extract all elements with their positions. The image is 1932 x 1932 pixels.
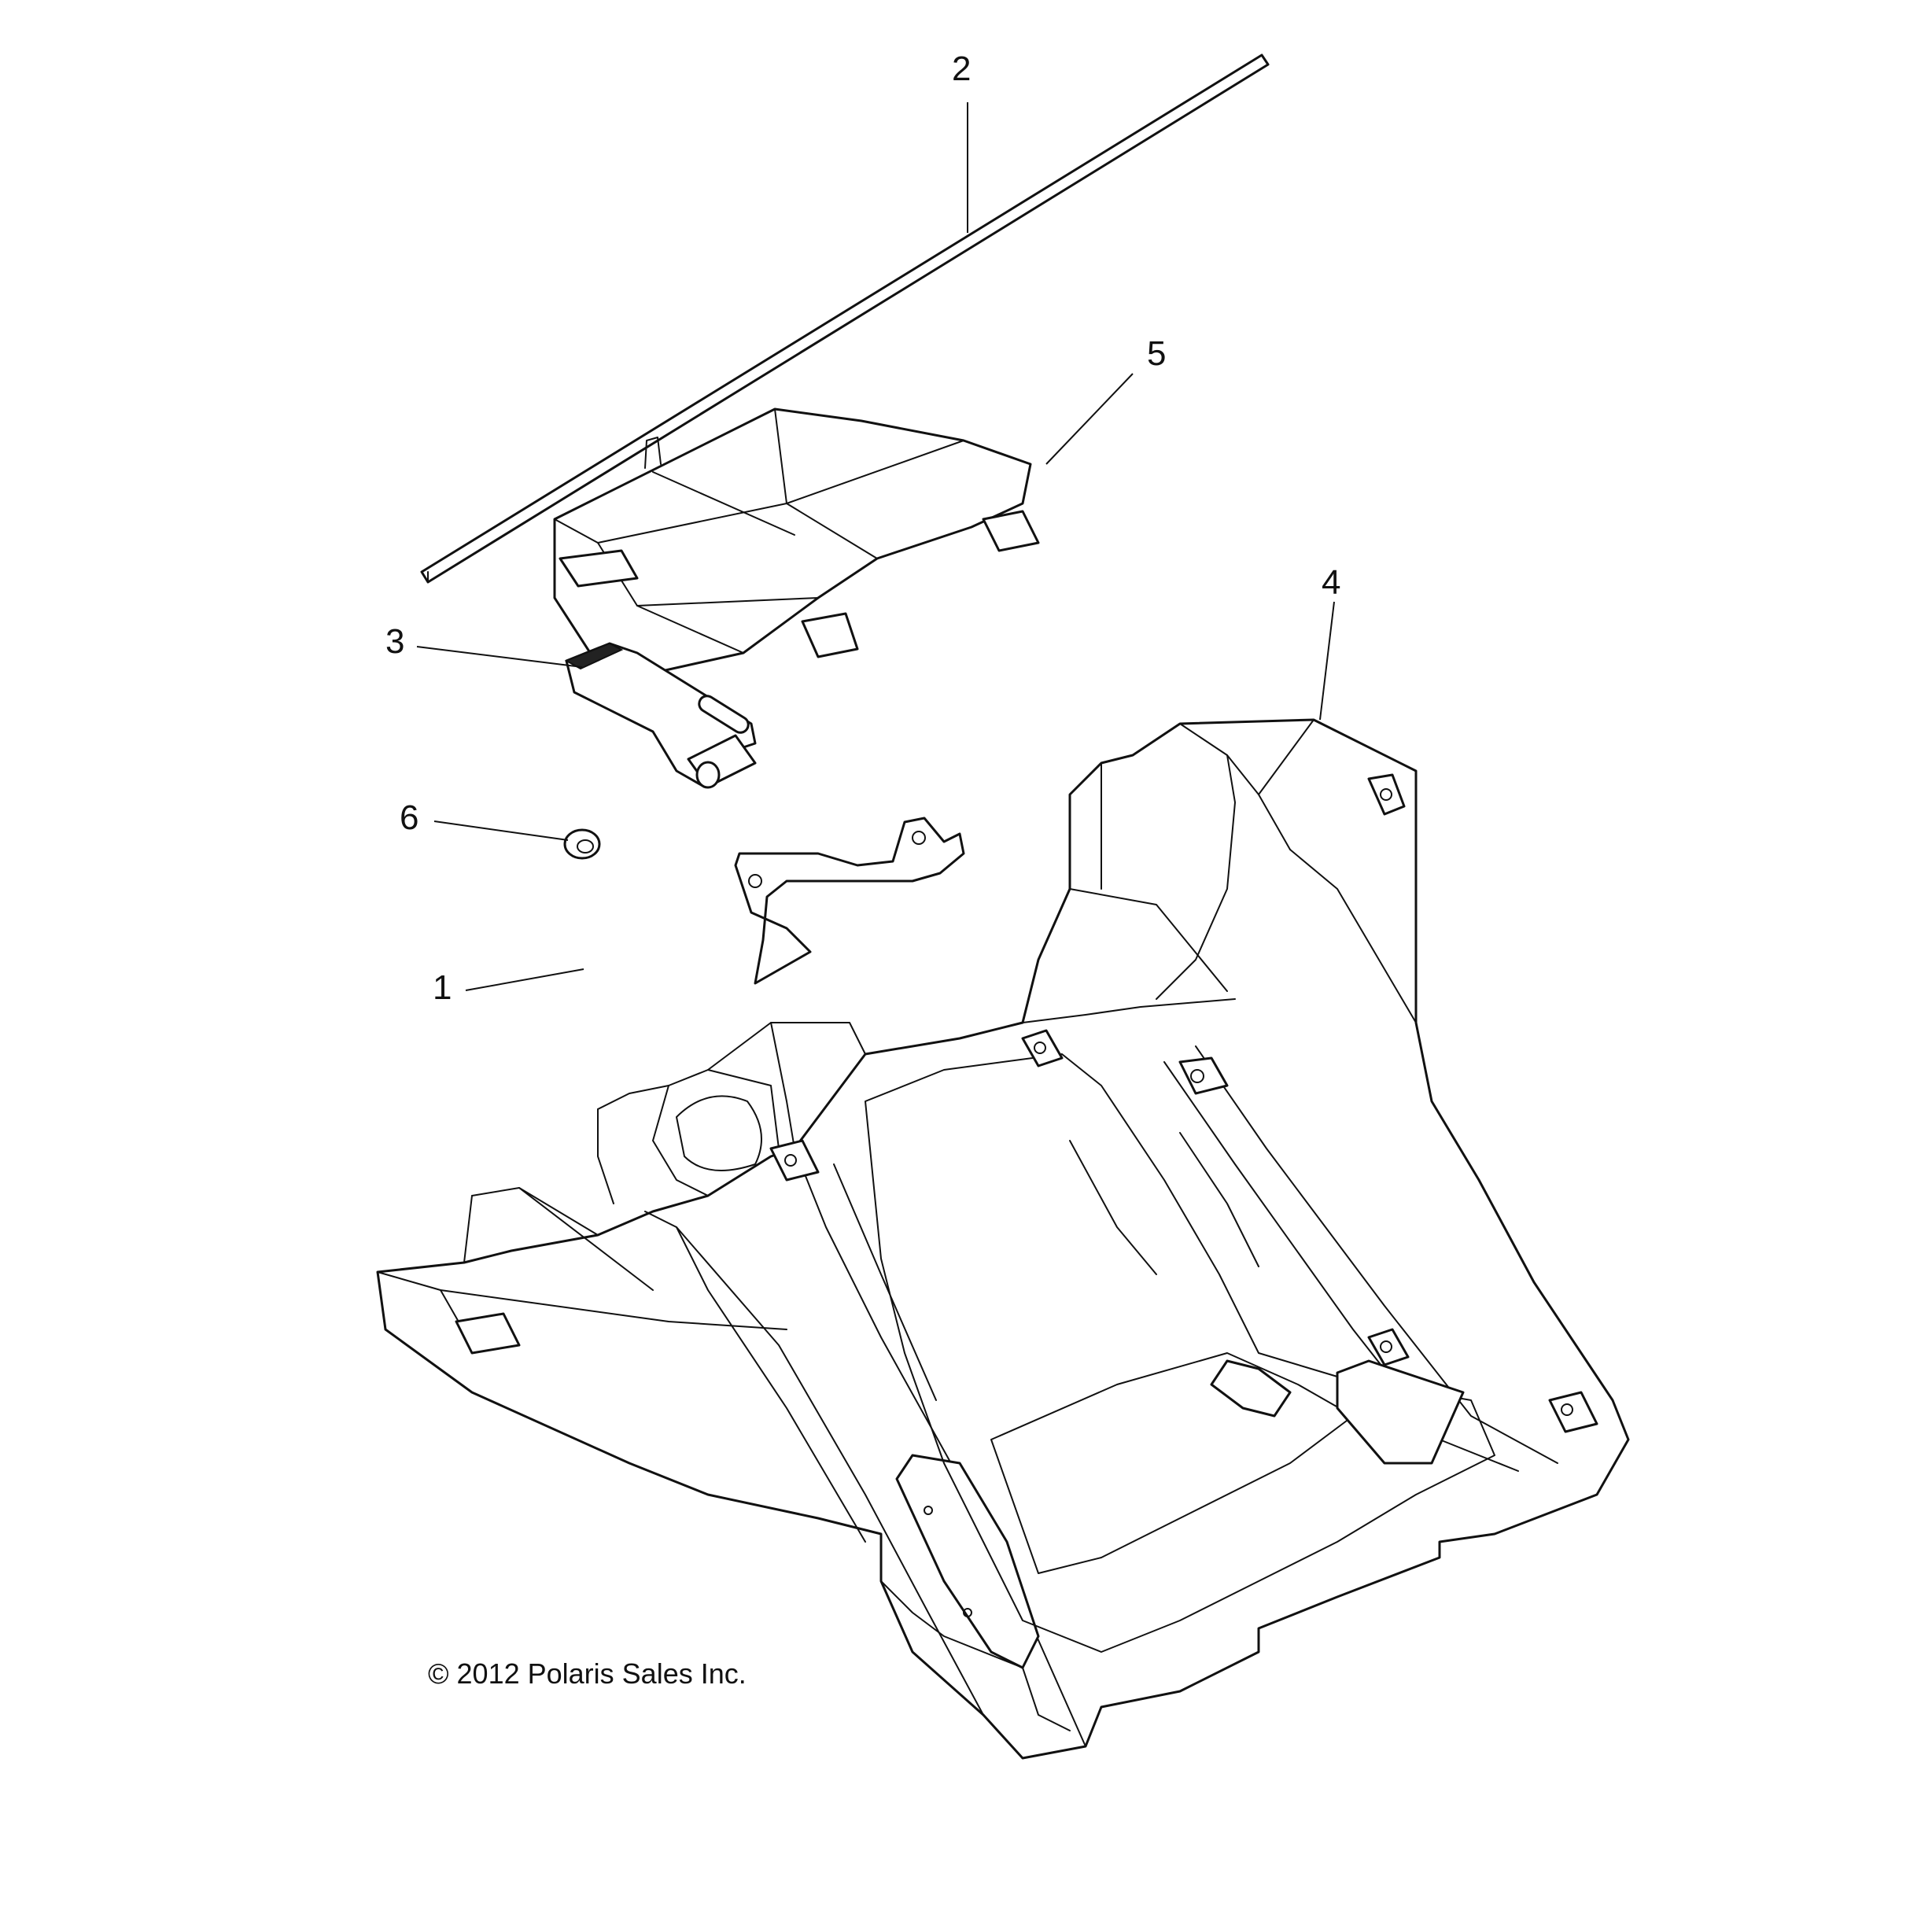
callout-2: 2 bbox=[952, 50, 971, 88]
part-3-latch bbox=[564, 642, 757, 789]
leader-1 bbox=[465, 968, 584, 991]
callout-1: 1 bbox=[433, 968, 452, 1007]
part-4-floor-tray bbox=[376, 718, 1630, 1760]
part-1-bracket bbox=[734, 817, 965, 985]
callout-6: 6 bbox=[400, 798, 418, 837]
copyright-notice: © 2012 Polaris Sales Inc. bbox=[428, 1657, 747, 1690]
part-2-strip bbox=[420, 53, 1270, 584]
leader-6 bbox=[433, 820, 569, 841]
callout-3: 3 bbox=[385, 622, 404, 661]
leader-4 bbox=[1319, 601, 1335, 721]
leader-5 bbox=[1045, 373, 1134, 465]
callout-4: 4 bbox=[1322, 563, 1340, 602]
callout-5: 5 bbox=[1147, 334, 1166, 373]
part-6-fastener bbox=[563, 828, 601, 860]
leader-3 bbox=[416, 646, 583, 668]
